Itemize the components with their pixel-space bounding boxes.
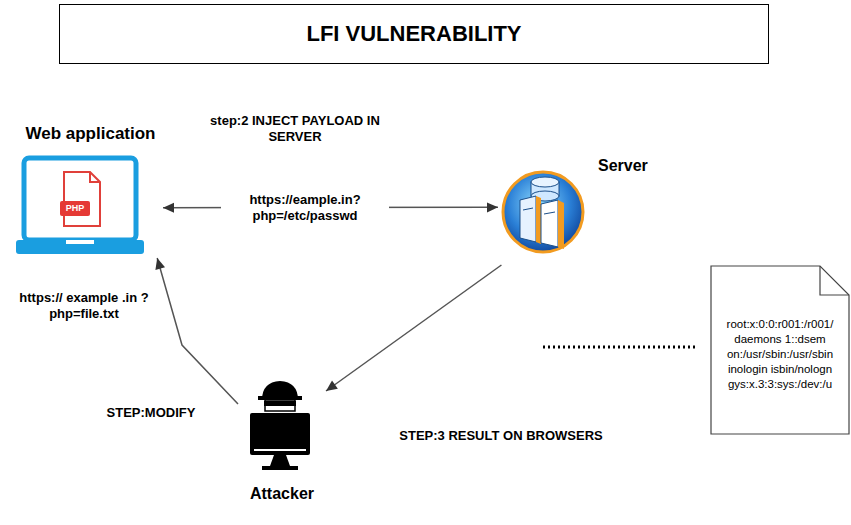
dotted-line	[543, 346, 698, 349]
server-icon	[503, 172, 583, 252]
arrow-head	[326, 381, 338, 391]
file-badge: PHP	[60, 201, 90, 216]
attacker-node: Attacker	[238, 378, 326, 508]
step-label: STEP:MODIFY	[96, 405, 206, 421]
file-contents: root:x:0:0:r001:/r001/ daemons 1::dsem o…	[715, 317, 845, 392]
node-heading: Attacker	[228, 484, 336, 504]
node-heading: Web application	[18, 124, 163, 144]
document-node: root:x:0:0:r001:/r001/ daemons 1::dsem o…	[710, 265, 850, 435]
node-heading: Server	[598, 156, 670, 176]
attacker-icon	[250, 381, 310, 470]
connector	[326, 265, 501, 391]
web-app-node: Web applicationPHP	[18, 122, 163, 258]
connector	[157, 258, 238, 404]
title: LFI VULNERABILITY	[306, 21, 521, 47]
step-label: step:2 INJECT PAYLOAD IN SERVER	[195, 113, 395, 145]
step-label: STEP:3 RESULT ON BROWSERS	[386, 428, 616, 444]
arrow-head	[155, 258, 165, 270]
edge-label: https://eample.in? php=/etc/passwd	[221, 192, 389, 224]
title-box: LFI VULNERABILITY	[59, 4, 769, 64]
url-label: https:// example .in ? php=file.txt	[6, 290, 162, 322]
arrow-head	[487, 202, 498, 212]
server-node: Server	[498, 152, 670, 265]
laptop-icon	[16, 158, 144, 254]
arrow-head	[163, 203, 174, 213]
